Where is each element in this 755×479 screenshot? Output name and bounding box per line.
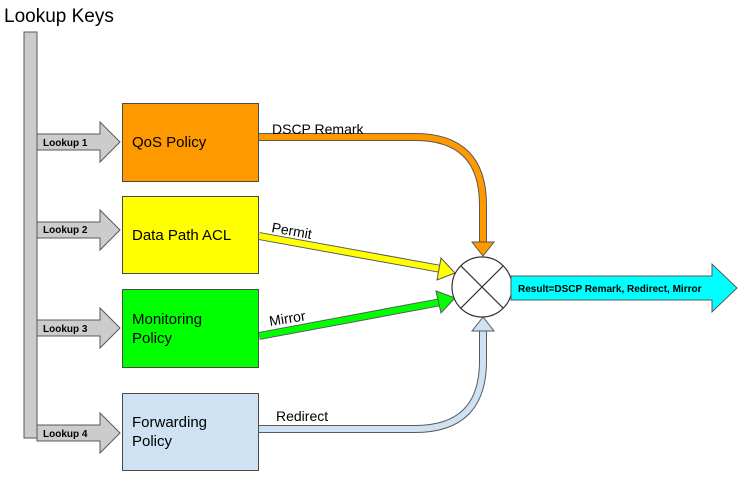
mirror-arrowhead bbox=[435, 290, 456, 315]
dscp-remark-connector-fill bbox=[259, 134, 486, 243]
result-arrow bbox=[510, 262, 738, 314]
dscp-remark-arrowhead bbox=[470, 241, 496, 257]
qos-policy-label: QoS Policy bbox=[132, 134, 207, 151]
monitoring-policy-box: Monitoring Policy bbox=[122, 289, 259, 368]
lookup-label-1: Lookup 1 bbox=[43, 138, 88, 149]
lookup-keys-title: Lookup Keys bbox=[4, 6, 114, 27]
mirror-connector-fill bbox=[258, 299, 442, 339]
data-path-acl-box: Data Path ACL bbox=[122, 196, 259, 274]
circle-x-icon bbox=[451, 256, 513, 318]
lookup-label-2: Lookup 2 bbox=[43, 225, 88, 236]
forwarding-policy-label: Forwarding Policy bbox=[132, 414, 208, 450]
lookup-label-4: Lookup 4 bbox=[43, 429, 88, 440]
forwarding-policy-box: Forwarding Policy bbox=[122, 393, 259, 471]
permit-arrowhead bbox=[436, 256, 456, 281]
redirect-label: Redirect bbox=[276, 408, 328, 424]
permit-label: Permit bbox=[270, 219, 313, 242]
redirect-arrowhead bbox=[470, 316, 496, 332]
lookup-label-3: Lookup 3 bbox=[43, 324, 88, 335]
redirect-connector-fill bbox=[259, 330, 486, 432]
qos-policy-box: QoS Policy bbox=[122, 103, 259, 182]
lookup-arrow-4 bbox=[36, 411, 121, 455]
monitoring-policy-label: Monitoring Policy bbox=[132, 310, 203, 347]
dscp-remark-label: DSCP Remark bbox=[272, 121, 365, 137]
lookup-arrow-2 bbox=[36, 208, 121, 252]
result-label: Result=DSCP Remark, Redirect, Mirror bbox=[518, 284, 702, 295]
data-path-acl-label: Data Path ACL bbox=[132, 226, 232, 244]
permit-connector-fill bbox=[258, 233, 442, 272]
lookup-keys-bus bbox=[23, 31, 38, 439]
lookup-arrow-1 bbox=[36, 120, 121, 164]
lookup-arrow-3 bbox=[36, 306, 121, 350]
mirror-label: Mirror bbox=[268, 307, 307, 329]
